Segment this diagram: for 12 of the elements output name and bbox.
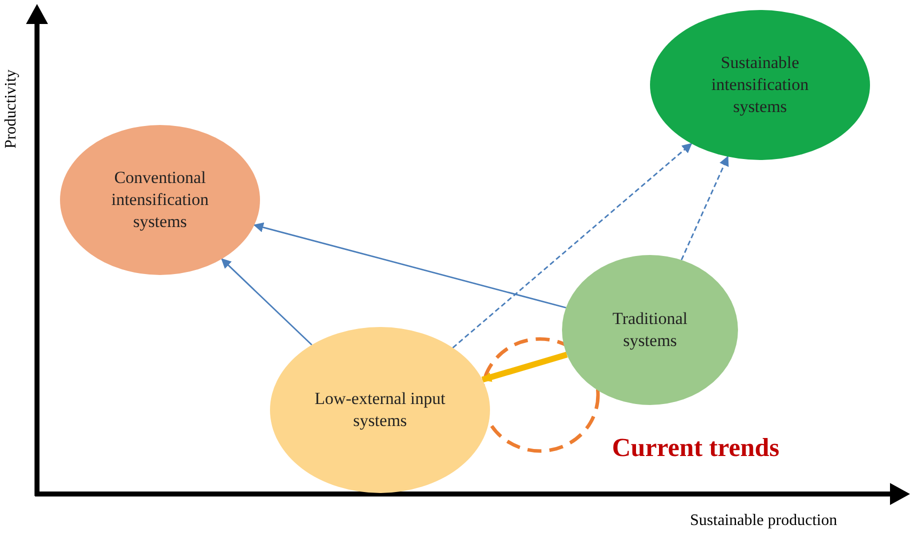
arrow [452,143,692,348]
node-label: Low-external input systems [314,388,446,432]
node-label: Sustainable intensification systems [710,52,810,118]
arrow [253,222,566,308]
arrow [680,156,729,260]
axis-label: Productivity [2,69,21,149]
node-label: Conventional intensification systems [110,167,210,233]
arrow [481,352,568,383]
annotation-text: Current trends [612,433,780,463]
axis-label: Sustainable production [690,512,838,530]
node-label: Traditional systems [612,308,688,352]
arrow [221,258,312,346]
